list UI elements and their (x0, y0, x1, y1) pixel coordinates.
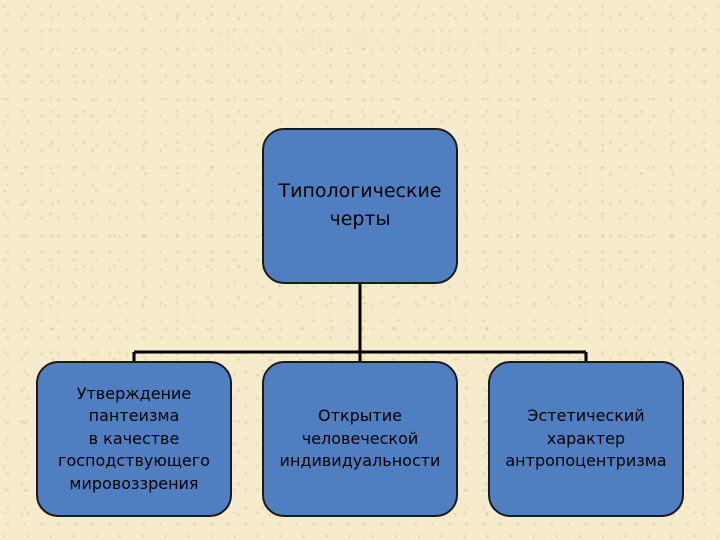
child-node-individuality: Открытие человеческой индивидуальности (262, 361, 458, 517)
child-node-anthropocentrism: Эстетический характер антропоцентризма (488, 361, 684, 517)
slide-title: Философия Возрождения (211, 28, 509, 53)
root-node-typological-features: Типологические черты (262, 128, 458, 284)
child-node-pantheism: Утверждение пантеизма в качестве господс… (36, 361, 232, 517)
